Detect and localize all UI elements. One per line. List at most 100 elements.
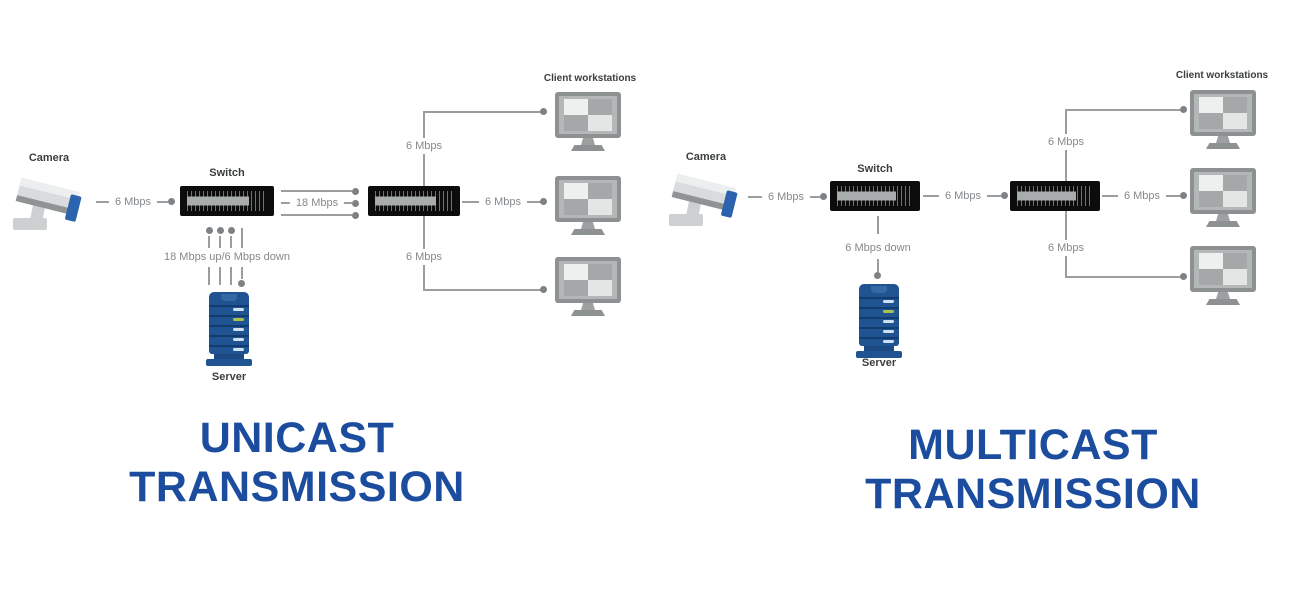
monitor-neck (1216, 214, 1230, 221)
monitor-screen (559, 261, 617, 299)
camera-label: Camera (685, 151, 727, 163)
server-handle (871, 286, 887, 293)
connector-line (219, 236, 221, 248)
link-label-switch-server: 18 Mbps up/6 Mbps down (158, 249, 296, 265)
monitor-base (1206, 299, 1240, 305)
monitor-base (571, 145, 605, 151)
switch-bar (375, 196, 436, 206)
arrow-dot (238, 280, 245, 287)
arrow-dot (1001, 192, 1008, 199)
arrow-dot (206, 227, 213, 234)
arrow-dot (168, 198, 175, 205)
link-label-client-middle: 6 Mbps (478, 194, 528, 210)
network-switch-icon (368, 186, 460, 216)
arrow-dot (540, 108, 547, 115)
server-body (859, 284, 899, 346)
arrow-dot (874, 272, 881, 279)
link-label-camera-switch: 6 Mbps (761, 189, 811, 205)
connector-line (423, 289, 541, 291)
server-handle (221, 294, 237, 301)
desktop-monitor-icon (1190, 246, 1256, 305)
monitor-frame (1190, 90, 1256, 136)
link-label-switch-server: 6 Mbps down (839, 240, 917, 256)
server-neck (864, 346, 894, 351)
monitor-base (571, 229, 605, 235)
server-base (856, 351, 902, 358)
server-tower-icon (206, 292, 252, 368)
arrow-dot (540, 198, 547, 205)
connector-line (230, 267, 232, 285)
monitor-frame (1190, 246, 1256, 292)
monitor-neck (581, 222, 595, 229)
network-switch-icon (830, 181, 920, 211)
server-tower-icon (856, 284, 902, 360)
screen-quadrants (564, 264, 612, 296)
link-label-switch-switch: 6 Mbps (938, 188, 988, 204)
clients-label: Client workstations (1175, 70, 1269, 81)
link-label-client-top: 6 Mbps (399, 138, 449, 154)
multicast-title: MULTICAST TRANSMISSION (833, 421, 1233, 519)
arrow-dot (820, 193, 827, 200)
arrow-dot (228, 227, 235, 234)
network-switch-icon (1010, 181, 1100, 211)
monitor-neck (581, 303, 595, 310)
connector-line (1065, 276, 1181, 278)
arrow-dot (352, 212, 359, 219)
connector-line (241, 267, 243, 279)
arrow-dot (352, 200, 359, 207)
arrow-dot (217, 227, 224, 234)
cctv-camera-icon (13, 177, 82, 230)
clients-label: Client workstations (543, 73, 637, 84)
server-base (206, 359, 252, 366)
server-label: Server (211, 371, 247, 383)
monitor-base (1206, 143, 1240, 149)
monitor-frame (555, 92, 621, 138)
monitor-screen (559, 180, 617, 218)
connector-line (281, 214, 352, 216)
arrow-dot (352, 188, 359, 195)
unicast-title: UNICAST TRANSMISSION (97, 414, 497, 512)
connector-line (241, 228, 243, 248)
connector-line (219, 267, 221, 285)
multicast-title-line1: MULTICAST (908, 421, 1158, 469)
screen-quadrants (564, 99, 612, 131)
desktop-monitor-icon (555, 257, 621, 316)
link-label-client-top: 6 Mbps (1041, 134, 1091, 150)
monitor-frame (555, 176, 621, 222)
switch-bar (187, 196, 250, 206)
arrow-dot (1180, 192, 1187, 199)
connector-line (281, 190, 352, 192)
connector-line (208, 236, 210, 248)
screen-quadrants (1199, 253, 1247, 285)
server-label: Server (861, 357, 897, 369)
monitor-screen (1194, 250, 1252, 288)
desktop-monitor-icon (555, 92, 621, 151)
monitor-screen (1194, 172, 1252, 210)
link-label-client-bottom: 6 Mbps (1041, 240, 1091, 256)
connector-line (877, 216, 879, 234)
monitor-base (1206, 221, 1240, 227)
camera-label: Camera (28, 152, 70, 164)
screen-quadrants (1199, 97, 1247, 129)
desktop-monitor-icon (555, 176, 621, 235)
monitor-frame (1190, 168, 1256, 214)
arrow-dot (1180, 106, 1187, 113)
desktop-monitor-icon (1190, 90, 1256, 149)
switch-bar (1017, 191, 1077, 201)
monitor-neck (1216, 136, 1230, 143)
monitor-screen (1194, 94, 1252, 132)
network-switch-icon (180, 186, 274, 216)
link-label-client-middle: 6 Mbps (1117, 188, 1167, 204)
switch-label: Switch (209, 167, 245, 179)
screen-quadrants (1199, 175, 1247, 207)
cctv-camera-icon (669, 173, 738, 226)
monitor-neck (581, 138, 595, 145)
monitor-neck (1216, 292, 1230, 299)
arrow-dot (1180, 273, 1187, 280)
server-body (209, 292, 249, 354)
connector-line (208, 267, 210, 285)
monitor-base (571, 310, 605, 316)
monitor-frame (555, 257, 621, 303)
link-label-client-bottom: 6 Mbps (399, 249, 449, 265)
